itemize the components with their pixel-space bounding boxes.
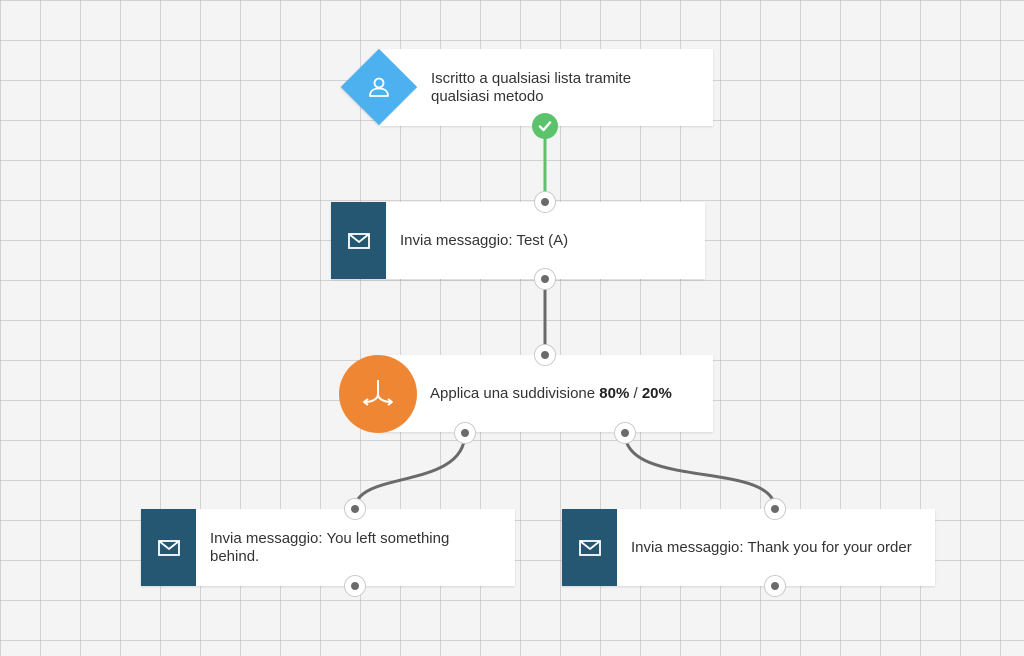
send-message-right-node[interactable]: Invia messaggio: Thank you for your orde… [562, 509, 935, 586]
split-percent-b: 20% [641, 384, 672, 402]
send-message-test-node[interactable]: Invia messaggio: Test (A) [331, 202, 705, 279]
success-check-icon [532, 113, 558, 139]
trigger-label-line1: Iscritto a qualsiasi lista tramite [431, 69, 632, 87]
port-right-out[interactable] [764, 575, 786, 597]
send-right-label: Invia messaggio: Thank you for your orde… [631, 538, 912, 556]
split-label-prefix: Applica una suddivisione [430, 384, 596, 402]
port-right-in[interactable] [764, 498, 786, 520]
split-percent-a: 80% [599, 384, 630, 402]
split-node[interactable]: Applica una suddivisione 80% / 20% [378, 355, 713, 432]
split-icon[interactable] [339, 355, 417, 433]
mail-icon [562, 509, 617, 586]
user-icon [364, 72, 394, 102]
send-message-left-node[interactable]: Invia messaggio: You left something behi… [141, 509, 515, 586]
send-left-label: Invia messaggio: You left something behi… [196, 530, 449, 566]
split-label: Applica una suddivisione 80% / 20% [378, 385, 672, 403]
port-test-in[interactable] [534, 191, 556, 213]
connector-split-to-right [623, 432, 777, 510]
trigger-label-line2: qualsiasi metodo [431, 87, 544, 105]
port-left-out[interactable] [344, 575, 366, 597]
port-split-in[interactable] [534, 344, 556, 366]
port-split-out-a[interactable] [454, 422, 476, 444]
send-left-label-line1: Invia messaggio: You left something [210, 529, 450, 547]
connector-split-to-left [353, 432, 467, 510]
mail-icon [141, 509, 196, 586]
send-test-label: Invia messaggio: Test (A) [400, 231, 569, 249]
mail-icon [331, 202, 386, 279]
port-left-in[interactable] [344, 498, 366, 520]
port-test-out[interactable] [534, 268, 556, 290]
send-left-label-line2: behind. [210, 547, 260, 565]
port-split-out-b[interactable] [614, 422, 636, 444]
split-separator: / [633, 384, 638, 402]
